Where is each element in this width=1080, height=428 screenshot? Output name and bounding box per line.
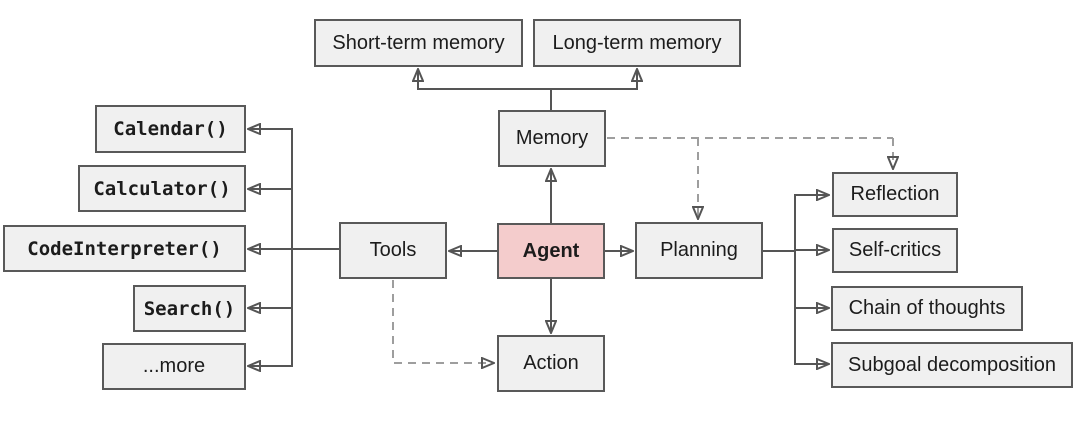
node-calculator-tool: Calculator() xyxy=(78,165,246,212)
node-label: Search() xyxy=(143,297,236,320)
node-label: Tools xyxy=(369,239,417,261)
node-code-interpreter-tool: CodeInterpreter() xyxy=(3,225,246,272)
node-long-term-memory: Long-term memory xyxy=(533,19,741,67)
node-planning: Planning xyxy=(635,222,763,279)
node-tools: Tools xyxy=(339,222,447,279)
node-label: Short-term memory xyxy=(332,31,505,54)
node-label: Agent xyxy=(522,239,580,262)
node-label: Reflection xyxy=(850,183,940,205)
node-label: Planning xyxy=(660,239,738,261)
node-subgoal-decomposition: Subgoal decomposition xyxy=(831,342,1073,388)
node-reflection: Reflection xyxy=(832,172,958,217)
node-chain-of-thoughts: Chain of thoughts xyxy=(831,286,1023,331)
node-short-term-memory: Short-term memory xyxy=(314,19,523,67)
node-label: CodeInterpreter() xyxy=(27,237,222,260)
edge-tools-action-dashed xyxy=(392,280,494,363)
node-label: Chain of thoughts xyxy=(848,297,1006,319)
node-calendar-tool: Calendar() xyxy=(95,105,246,153)
node-label: Calculator() xyxy=(93,177,231,200)
node-label: Action xyxy=(523,352,579,374)
node-label: Calendar() xyxy=(113,118,228,140)
node-label: Long-term memory xyxy=(552,31,722,54)
node-label: Subgoal decomposition xyxy=(848,353,1056,376)
node-agent: Agent xyxy=(497,223,605,279)
node-more-tools: ...more xyxy=(102,343,246,390)
node-search-tool: Search() xyxy=(133,285,246,332)
node-label: Memory xyxy=(515,127,589,149)
node-self-critics: Self-critics xyxy=(832,228,958,273)
node-action: Action xyxy=(497,335,605,392)
node-label: ...more xyxy=(142,355,206,377)
node-memory: Memory xyxy=(498,110,606,167)
node-label: Self-critics xyxy=(848,239,942,261)
